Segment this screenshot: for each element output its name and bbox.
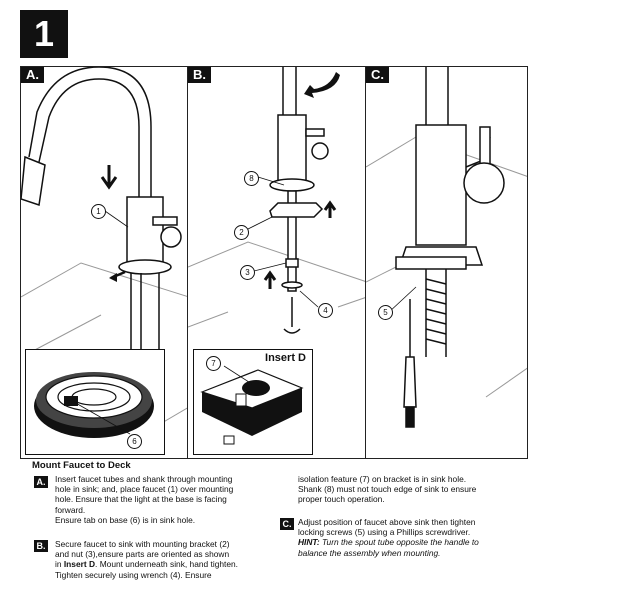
step-a-line: Ensure tab on base (6) is in sink hole. bbox=[55, 514, 196, 525]
callout-8: 8 bbox=[244, 171, 259, 186]
step-a-line: Insert faucet tubes and shank through mo… bbox=[55, 474, 233, 484]
inset-d: Insert D 7 bbox=[193, 349, 313, 455]
panel-c-label: C. bbox=[366, 67, 389, 83]
inset-base-tab: 6 bbox=[25, 349, 165, 455]
step-number: 1 bbox=[20, 10, 68, 58]
step-b-continued: isolation feature (7) on bracket is in s… bbox=[298, 474, 476, 505]
step-c-line: Adjust position of faucet above sink the… bbox=[298, 517, 476, 527]
step-b-badge: B. bbox=[34, 540, 48, 552]
step-b-line: and nut (3),ensure parts are oriented as… bbox=[55, 549, 230, 560]
panel-c: C. 5 bbox=[365, 66, 528, 459]
callout-5: 5 bbox=[378, 305, 393, 320]
hint-line: balance the assembly when mounting. bbox=[298, 547, 441, 558]
callout-7: 7 bbox=[206, 356, 221, 371]
step-c-line: locking screws (5) using a Phillips scre… bbox=[298, 527, 471, 538]
faucet-illustration-c bbox=[366, 67, 527, 428]
step-b-line: in Insert D. Mount underneath sink, hand… bbox=[55, 559, 238, 569]
step-a-line: hole. Ensure that the light at the base … bbox=[55, 494, 227, 505]
hint-line: HINT: Turn the spout tube opposite the h… bbox=[298, 537, 479, 547]
base-tab-illustration bbox=[34, 372, 154, 438]
faucet-illustration-a bbox=[21, 67, 187, 448]
callout-1: 1 bbox=[91, 204, 106, 219]
section-heading: Mount Faucet to Deck bbox=[32, 460, 131, 471]
insert-d-reference: Insert D bbox=[63, 559, 96, 570]
step-b-line-text: . Mount underneath sink, hand tighten. bbox=[95, 559, 238, 570]
step-a-badge: A. bbox=[34, 476, 48, 488]
panel-b-label: B. bbox=[188, 67, 211, 83]
faucet-illustration-b bbox=[188, 67, 365, 334]
inset-d-title: Insert D bbox=[265, 352, 306, 364]
panel-a-label: A. bbox=[21, 67, 44, 83]
step-c-text: Adjust position of faucet above sink the… bbox=[298, 517, 479, 558]
step-b-text: Secure faucet to sink with mounting brac… bbox=[55, 539, 238, 580]
step-b-line: proper touch operation. bbox=[298, 494, 385, 505]
step-a-line: forward. bbox=[55, 504, 86, 515]
callout-6: 6 bbox=[127, 434, 142, 449]
step-b-line: Shank (8) must not touch edge of sink to… bbox=[298, 484, 477, 495]
step-b-line-text: in bbox=[55, 559, 64, 570]
step-a-text: Insert faucet tubes and shank through mo… bbox=[55, 474, 233, 525]
hint-text: Turn the spout tube opposite the handle … bbox=[319, 537, 479, 548]
step-a-line: hole in sink; and, place faucet (1) over… bbox=[55, 484, 234, 495]
step-b-line: Secure faucet to sink with mounting brac… bbox=[55, 539, 230, 549]
hint-label: HINT: bbox=[298, 537, 320, 548]
bracket-illustration bbox=[200, 365, 304, 445]
callout-2: 2 bbox=[234, 225, 249, 240]
step-c-badge: C. bbox=[280, 518, 294, 530]
step-b-line: Tighten securely using wrench (4). Ensur… bbox=[55, 569, 212, 580]
callout-4: 4 bbox=[318, 303, 333, 318]
callout-3: 3 bbox=[240, 265, 255, 280]
step-b-line: isolation feature (7) on bracket is in s… bbox=[298, 474, 467, 484]
